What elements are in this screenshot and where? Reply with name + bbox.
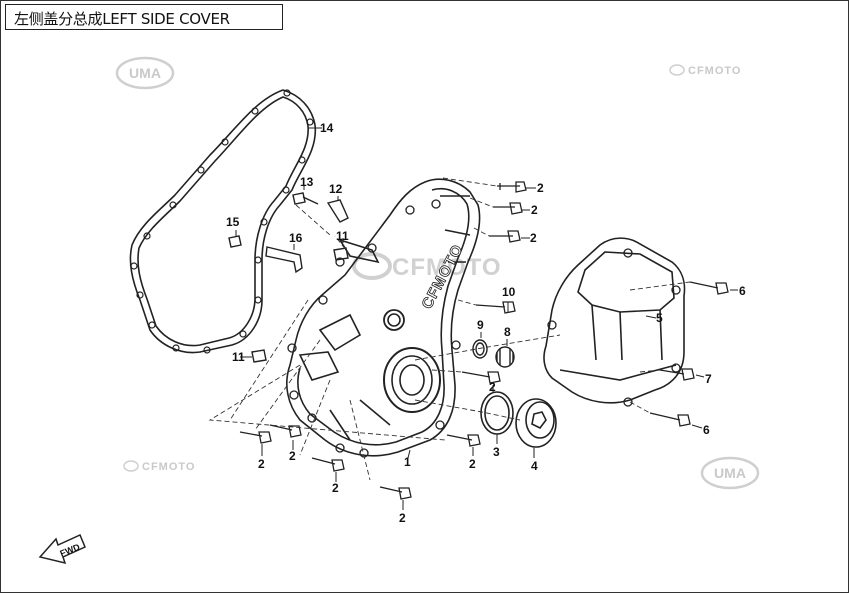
title-box: 左侧盖分总成LEFT SIDE COVER bbox=[5, 4, 283, 30]
diagram-title: 左侧盖分总成LEFT SIDE COVER bbox=[14, 10, 230, 28]
callout-4: 4 bbox=[531, 459, 538, 473]
callout-15: 15 bbox=[226, 215, 240, 229]
cfmoto-watermark-top-right: CFMOTO bbox=[669, 64, 741, 77]
fwd-arrow-icon: FWD bbox=[38, 533, 86, 565]
cfmoto-watermark-text: CFMOTO bbox=[142, 461, 195, 473]
callout-10: 10 bbox=[502, 285, 516, 299]
callout-14: 14 bbox=[320, 121, 334, 135]
callout-5: 5 bbox=[656, 311, 663, 325]
callout-3: 3 bbox=[493, 445, 500, 459]
callout-12: 12 bbox=[329, 182, 343, 196]
bolt-part-15 bbox=[228, 235, 242, 248]
callout-6: 6 bbox=[739, 284, 746, 298]
plug-part-4 bbox=[515, 398, 557, 448]
bolt-part-13 bbox=[292, 192, 319, 205]
callout-2: 2 bbox=[530, 231, 537, 245]
callout-6: 6 bbox=[703, 423, 710, 437]
callout-2: 2 bbox=[332, 481, 339, 495]
callout-16: 16 bbox=[289, 231, 303, 245]
callout-2: 2 bbox=[399, 511, 406, 525]
callout-11-lower: 11 bbox=[232, 350, 245, 364]
uma-logo-text: UMA bbox=[129, 65, 161, 81]
clip-part-16 bbox=[265, 246, 303, 274]
bolt-set bbox=[239, 181, 729, 500]
callout-2: 2 bbox=[289, 449, 296, 463]
cap-part-8 bbox=[495, 346, 515, 368]
callout-13: 13 bbox=[300, 175, 314, 189]
outer-cover-part-5 bbox=[543, 237, 686, 407]
callout-2: 2 bbox=[489, 380, 496, 394]
callout-2: 2 bbox=[469, 457, 476, 471]
o-ring-part-3 bbox=[480, 391, 514, 435]
callout-1: 1 bbox=[404, 455, 411, 469]
cfmoto-watermark-text: CFMOTO bbox=[688, 65, 741, 77]
callout-7: 7 bbox=[705, 372, 712, 386]
cfmoto-watermark-bottom-left: CFMOTO bbox=[123, 460, 195, 473]
callout-9: 9 bbox=[477, 318, 484, 332]
uma-logo-text: UMA bbox=[714, 465, 746, 481]
callout-2: 2 bbox=[537, 181, 544, 195]
gasket-part-14 bbox=[129, 89, 317, 354]
callout-8: 8 bbox=[504, 325, 511, 339]
cfmoto-watermark-center: CFMOTO bbox=[352, 252, 502, 281]
cfmoto-watermark-text: CFMOTO bbox=[392, 254, 502, 281]
callout-11-upper: 11 bbox=[336, 229, 349, 243]
uma-logo-top: UMA bbox=[115, 56, 175, 90]
left-cover-part-1 bbox=[286, 178, 481, 458]
callout-labels: 14 13 12 15 16 11 11 2 2 2 10 9 8 2 2 3 … bbox=[226, 121, 746, 525]
uma-logo-bottom: UMA bbox=[700, 456, 760, 490]
assembly-guide-lines bbox=[208, 177, 691, 481]
dowel-part-11 bbox=[251, 247, 349, 363]
o-ring-part-9 bbox=[472, 339, 488, 359]
callout-2: 2 bbox=[258, 457, 265, 471]
leader-lines bbox=[235, 127, 738, 510]
bracket-part-12 bbox=[326, 199, 349, 223]
callout-2: 2 bbox=[531, 203, 538, 217]
